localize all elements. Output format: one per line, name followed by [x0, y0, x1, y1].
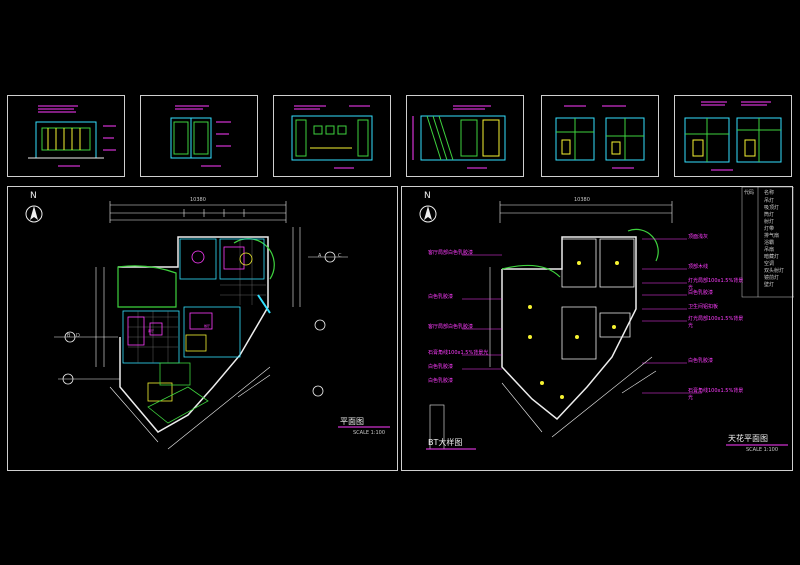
elevation-drawing-3: [291, 105, 373, 169]
annotation-right-6: 灯光局部100x1.5%背景光: [688, 316, 744, 329]
annotation-left-2: 白色乳胶漆: [428, 294, 454, 300]
annotation-right-1: 顶面浅灰: [688, 234, 709, 240]
annotation-right-3: 灯光局部100x1.5%背景光: [688, 278, 744, 291]
ceiling-total-dimension: 10380: [574, 197, 590, 203]
legend-item-5: 灯带: [764, 226, 775, 232]
legend-item-2: 吸顶灯: [764, 205, 780, 211]
elevation-sheet-4: [406, 95, 524, 177]
annotation-right-4: 白色乳胶漆: [688, 290, 714, 296]
ceiling-plan-scale: SCALE 1:100: [746, 447, 779, 453]
annotation-right-7: 白色乳胶漆: [688, 358, 714, 364]
annotation-left-3: 客厅局部白色乳胶漆: [428, 324, 474, 330]
legend-item-9: 暗藏灯: [764, 254, 780, 260]
section-marker-c: C: [338, 253, 342, 259]
floor-plan-scale: SCALE 1:100: [353, 430, 386, 436]
legend-item-13: 壁灯: [764, 282, 775, 288]
bt-detail-title: BT大样图: [428, 438, 463, 447]
legend-item-6: 排气扇: [764, 233, 780, 239]
ceiling-plan-sheet: N 10380 客厅局部白色乳胶漆 白色乳胶漆 客厅局部白色乳胶漆 石膏角线10…: [401, 186, 794, 471]
elevation-drawing-2: [170, 105, 231, 167]
legend-item-12: 镜前灯: [764, 275, 780, 281]
north-label: N: [30, 191, 37, 201]
svg-text:客厅: 客厅: [148, 328, 154, 333]
elevation-drawing-6: [684, 101, 782, 171]
elevation-sheet-5: [541, 95, 659, 177]
section-marker-a: A: [318, 253, 322, 259]
legend-item-3: 筒灯: [764, 212, 775, 218]
legend-item-4: 射灯: [764, 219, 775, 225]
svg-text:餐厅: 餐厅: [204, 323, 210, 328]
legend-header-name: 名称: [764, 190, 775, 196]
annotation-right-2: 顶部木线: [688, 264, 709, 270]
annotation-left-5: 白色乳胶漆: [428, 364, 454, 370]
floor-plan-sheet: 客厅 餐厅 N 10380 A C B D 平面图 SCALE 1:100: [7, 186, 398, 471]
annotation-left-4: 石膏角线100x1.5%背景光: [428, 350, 489, 356]
floor-plan-title: 平面图: [340, 417, 364, 426]
total-dimension: 10380: [190, 197, 206, 203]
legend-item-10: 空调: [764, 261, 775, 267]
floor-plan-drawing: 客厅 餐厅: [25, 201, 390, 450]
annotation-right-5: 卫生间铝扣板: [688, 304, 719, 310]
elevation-drawing-1: [28, 105, 116, 167]
annotation-left-6: 白色乳胶漆: [428, 378, 454, 384]
elevation-sheet-6: [674, 95, 792, 177]
elevation-sheet-1: [7, 95, 125, 177]
legend-item-7: 浴霸: [764, 240, 775, 246]
ceiling-plan-drawing: [419, 187, 794, 450]
elevation-drawing-4: [412, 105, 506, 169]
elevation-sheet-3: [273, 95, 391, 177]
annotation-left-1: 客厅局部白色乳胶漆: [428, 250, 474, 256]
section-marker-d: D: [76, 333, 80, 339]
north-label-ceiling: N: [424, 191, 431, 201]
legend-item-8: 吊扇: [764, 247, 775, 253]
section-marker-b: B: [67, 333, 71, 339]
legend-header-code: 代码: [744, 190, 755, 196]
legend-item-1: 吊灯: [764, 198, 775, 204]
elevation-sheet-2: [140, 95, 258, 177]
annotation-right-8: 石膏角线100x1.5%背景光: [688, 388, 744, 401]
legend-item-11: 双头射灯: [764, 268, 785, 274]
elevation-drawing-5: [555, 105, 645, 169]
ceiling-plan-title: 天花平面图: [728, 434, 768, 443]
